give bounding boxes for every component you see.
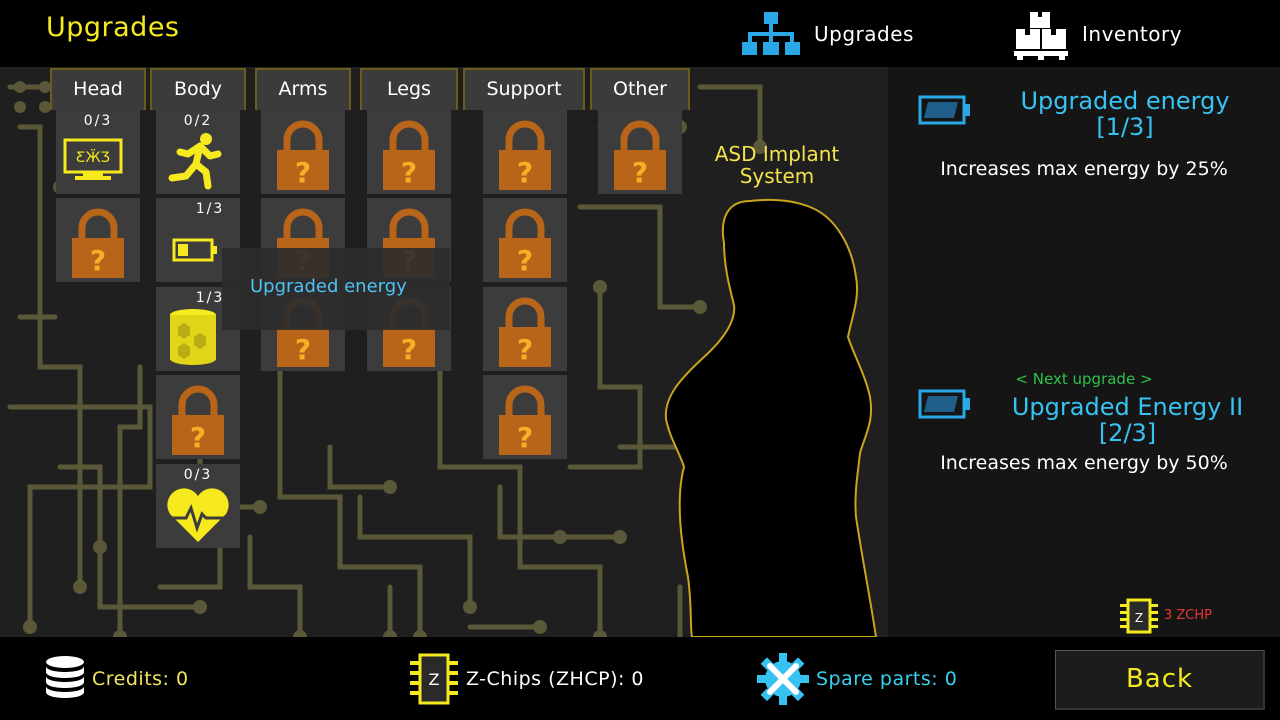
slot-count: 0/2: [183, 113, 213, 129]
padlock-icon: ?: [499, 385, 551, 455]
svg-text:?: ?: [517, 421, 533, 454]
hex-cylinder-icon: [170, 309, 216, 365]
padlock-icon: ?: [72, 208, 124, 278]
next-upgrade-level: [2/3]: [1098, 419, 1157, 447]
monitor-icon: ƸӜƷ: [63, 138, 123, 180]
slot-head-monitor[interactable]: 0/3 ƸӜƷ: [56, 110, 140, 194]
slot-other-locked-1[interactable]: ?: [598, 110, 682, 194]
tab-support[interactable]: Support: [463, 68, 585, 110]
nav-upgrades-button[interactable]: Upgrades: [742, 0, 914, 67]
credits-display: Credits: 0: [44, 637, 189, 720]
slot-body-heart[interactable]: 0/3: [156, 464, 240, 548]
slot-count: 1/3: [195, 201, 225, 217]
circuit-background: [7, 81, 767, 637]
nav-inventory-button[interactable]: Inventory: [1014, 0, 1182, 67]
tab-legs[interactable]: Legs: [360, 68, 458, 110]
coin-stack-icon: [46, 655, 84, 698]
slot-support-locked-1[interactable]: ?: [483, 110, 567, 194]
svg-text:?: ?: [517, 244, 533, 277]
svg-text:?: ?: [295, 156, 311, 189]
upgrade-tooltip: Upgraded energy: [222, 248, 450, 330]
padlock-icon: ?: [614, 120, 666, 190]
nav-upgrades-label: Upgrades: [814, 21, 914, 46]
page-title: Upgrades: [46, 12, 180, 43]
current-upgrade-level: [1/3]: [1096, 113, 1154, 141]
current-upgrade-name: Upgraded energy: [1020, 87, 1230, 115]
svg-text:Z: Z: [429, 670, 440, 689]
svg-text:?: ?: [401, 333, 417, 366]
spare-parts-label: Spare parts: 0: [816, 667, 958, 690]
running-figure-icon: [168, 133, 222, 190]
zchips-display: Z Z-Chips (ZHCP): 0: [408, 637, 644, 720]
top-bar: [0, 0, 1280, 67]
next-upgrade-description: Increases max energy by 50%: [940, 452, 1228, 474]
svg-text:ƸӜƷ: ƸӜƷ: [76, 148, 110, 166]
slot-body-runner[interactable]: 0/2: [156, 110, 240, 194]
slot-count: 0/3: [83, 113, 113, 129]
battery-icon: [918, 95, 970, 125]
padlock-icon: ?: [172, 385, 224, 455]
chip-icon: Z: [410, 653, 458, 704]
padlock-icon: ?: [383, 120, 435, 190]
tooltip-text: Upgraded energy: [250, 276, 407, 297]
slot-legs-locked-1[interactable]: ?: [367, 110, 451, 194]
battery-icon: [918, 389, 970, 419]
svg-text:Z: Z: [1135, 611, 1143, 625]
spare-parts-display: Spare parts: 0: [756, 637, 957, 720]
chip-icon: Z: [1120, 598, 1158, 634]
svg-text:?: ?: [632, 156, 648, 189]
slot-count: 1/3: [195, 290, 225, 306]
padlock-icon: ?: [499, 120, 551, 190]
upgrade-detail-panel: [888, 67, 1280, 637]
tab-body[interactable]: Body: [150, 68, 246, 110]
slot-arms-locked-1[interactable]: ?: [261, 110, 345, 194]
gear-tools-icon: [757, 652, 809, 705]
character-label: ASD Implant System: [714, 142, 840, 188]
svg-text:?: ?: [401, 156, 417, 189]
tab-arms[interactable]: Arms: [255, 68, 351, 110]
current-upgrade-description: Increases max energy by 25%: [940, 158, 1228, 180]
battery-icon: [172, 238, 217, 262]
nav-inventory-label: Inventory: [1082, 21, 1183, 46]
zchips-label: Z-Chips (ZHCP): 0: [466, 667, 645, 690]
slot-body-locked[interactable]: ?: [156, 375, 240, 459]
tab-other[interactable]: Other: [590, 68, 690, 110]
padlock-icon: ?: [499, 297, 551, 367]
back-button[interactable]: Back: [1055, 650, 1265, 710]
character-silhouette: [664, 198, 878, 637]
next-upgrade-heading: < Next upgrade >: [1015, 370, 1153, 388]
svg-text:?: ?: [90, 244, 106, 277]
upgrade-cost: 3 ZCHP: [1164, 608, 1213, 623]
next-upgrade-name: Upgraded Energy II: [1011, 393, 1244, 421]
padlock-icon: ?: [499, 208, 551, 278]
padlock-icon: ?: [277, 120, 329, 190]
slot-support-locked-4[interactable]: ?: [483, 375, 567, 459]
tab-head[interactable]: Head: [50, 68, 146, 110]
slot-head-locked[interactable]: ?: [56, 198, 140, 282]
slot-count: 0/3: [183, 467, 213, 483]
hierarchy-icon: [742, 11, 800, 55]
slot-support-locked-2[interactable]: ?: [483, 198, 567, 282]
svg-text:?: ?: [190, 421, 206, 454]
svg-text:?: ?: [517, 156, 533, 189]
credits-label: Credits: 0: [92, 667, 189, 690]
heartbeat-icon: [167, 488, 229, 542]
svg-text:?: ?: [517, 333, 533, 366]
svg-text:?: ?: [295, 333, 311, 366]
boxes-icon: [1014, 11, 1068, 60]
slot-support-locked-3[interactable]: ?: [483, 287, 567, 371]
